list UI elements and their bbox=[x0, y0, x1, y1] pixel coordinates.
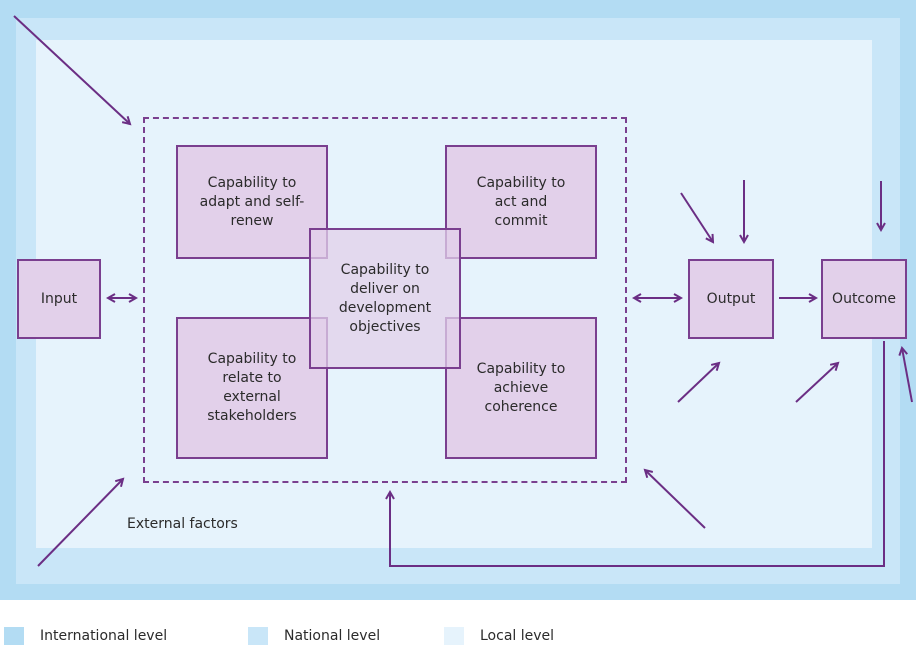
node-coherence: Capability to achieve coherence bbox=[445, 317, 597, 459]
legend-label-local: Local level bbox=[480, 628, 555, 644]
legend-label-national: National level bbox=[284, 628, 381, 644]
arrows-layer bbox=[13, 15, 913, 567]
node-outcome-label: Outcome bbox=[832, 290, 896, 307]
node-adapt: Capability to adapt and self-renew bbox=[176, 145, 328, 259]
node-deliver-label: Capability to deliver on development obj… bbox=[338, 261, 432, 335]
node-outcome: Outcome bbox=[821, 259, 907, 339]
node-output-label: Output bbox=[706, 290, 756, 307]
legend-national: National level bbox=[248, 626, 380, 646]
node-input: Input bbox=[17, 259, 101, 339]
arrow-ext-output-1 bbox=[680, 192, 713, 242]
legend-label-international: International level bbox=[40, 628, 168, 644]
legend-swatch-local bbox=[444, 627, 464, 645]
node-adapt-label: Capability to adapt and self-renew bbox=[199, 174, 305, 229]
node-act-label: Capability to act and commit bbox=[476, 174, 566, 229]
legend-swatch-national bbox=[248, 627, 268, 645]
arrow-ext-top-left bbox=[13, 15, 130, 124]
arrow-ext-bottom-left bbox=[37, 479, 123, 567]
node-coherence-label: Capability to achieve coherence bbox=[476, 360, 566, 415]
arrow-ext-outcome-3 bbox=[902, 348, 913, 403]
node-relate-label: Capability to relate to external stakeho… bbox=[207, 351, 297, 424]
legend-swatch-international bbox=[4, 627, 24, 645]
legend-local: Local level bbox=[444, 626, 554, 646]
arrow-ext-bottom-mid bbox=[645, 470, 706, 529]
node-deliver: Capability to deliver on development obj… bbox=[309, 228, 461, 369]
arrow-feedback-loop bbox=[390, 341, 885, 567]
arrow-ext-outcome-2 bbox=[795, 363, 838, 403]
external-factors-label: External factors bbox=[127, 516, 238, 532]
capabilities-frame bbox=[143, 117, 627, 483]
legend-international: International level bbox=[4, 626, 167, 646]
arrow-ext-output-3 bbox=[677, 363, 719, 403]
node-input-label: Input bbox=[40, 290, 78, 307]
node-relate: Capability to relate to external stakeho… bbox=[176, 317, 328, 459]
node-act: Capability to act and commit bbox=[445, 145, 597, 259]
node-output: Output bbox=[688, 259, 774, 339]
